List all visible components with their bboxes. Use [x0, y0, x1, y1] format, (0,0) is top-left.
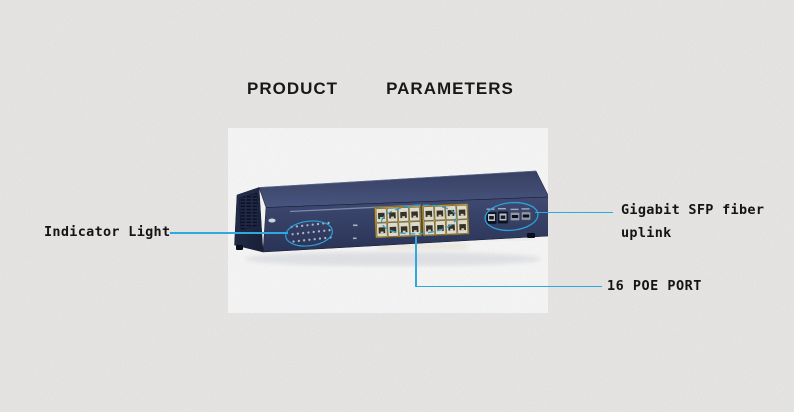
title-word-product: PRODUCT — [247, 79, 339, 98]
poe-port-tab — [380, 231, 384, 234]
poe-callout-line-horizontal — [415, 285, 602, 288]
uplink-port-label-mark — [498, 208, 506, 210]
uplink-rj45-slot — [500, 215, 506, 219]
panel-mark — [353, 224, 358, 227]
poe-port-tab — [460, 213, 464, 216]
sfp-slot-label-mark — [521, 208, 530, 210]
poe-port-tab — [391, 216, 395, 219]
sfp-callout-line — [535, 211, 613, 214]
page-title: PRODUCT PARAMETERS — [247, 79, 514, 99]
poe-port-tab — [402, 216, 406, 218]
poe-port-tab — [450, 228, 454, 231]
sfp-uplink-label-line1: Gigabit SFP fiber — [621, 202, 765, 218]
poe-port-tab — [413, 230, 417, 233]
title-word-parameters: PARAMETERS — [386, 79, 514, 98]
poe-port-tab — [427, 229, 431, 232]
poe-port-label: 16 POE PORT — [607, 278, 702, 294]
panel-mark — [353, 237, 357, 240]
sfp-slot-opening — [511, 215, 519, 218]
switch-foot — [527, 233, 535, 238]
sfp-slot-label-mark — [510, 208, 519, 211]
poe-port-tab — [402, 230, 406, 233]
poe-port-tab — [427, 215, 431, 217]
switch-foot — [236, 245, 243, 250]
indicator-light-label: Indicator Light — [44, 224, 171, 240]
poe-callout-line-vertical — [415, 236, 417, 287]
poe-port-tab — [438, 214, 442, 217]
brand-logo — [268, 218, 276, 223]
sfp-uplink-label-line2: uplink — [621, 224, 672, 241]
sfp-slot-opening — [522, 214, 530, 218]
poe-port-tab — [449, 214, 453, 217]
poe-port-tab — [461, 228, 465, 231]
indicator-callout-line — [170, 232, 288, 234]
vent-grille — [238, 192, 260, 231]
uplink-rj45-slot — [489, 216, 494, 220]
sfp-uplink-label: Gigabit SFP fiber uplink — [621, 199, 764, 244]
poe-port-tab — [413, 215, 417, 218]
